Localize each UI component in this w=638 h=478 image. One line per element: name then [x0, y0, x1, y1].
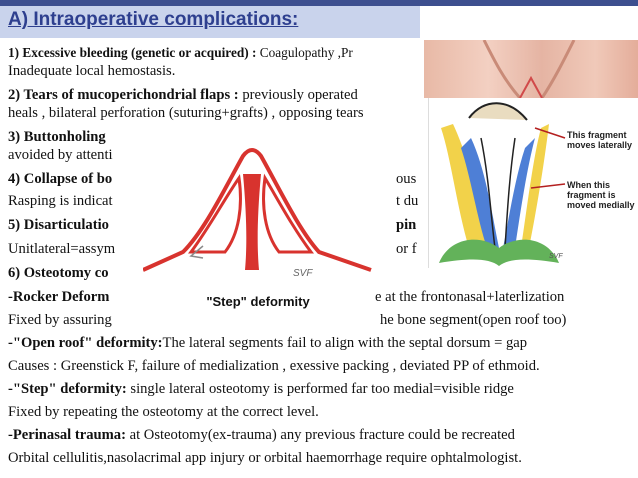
label-fragment-medial: When this fragment is moved medially [567, 180, 635, 210]
label-fragment-lateral: This fragment moves laterally [567, 130, 633, 150]
title-band [0, 6, 420, 38]
text-line-13: Fixed by assuring [8, 312, 112, 328]
top-accent-bar [0, 0, 638, 6]
step-signature: SVF [293, 268, 313, 279]
fragment-line-12: e at the frontonasal+laterlization [375, 289, 565, 305]
text-line-14: -"Open roof" deformity:The lateral segme… [8, 335, 528, 351]
step-caption: "Step" deformity [206, 294, 310, 309]
text-line-9: 5) Disarticulatio [8, 217, 109, 233]
text-line-6: avoided by attenti [8, 147, 113, 163]
text-line-15: Causes : Greenstick F, failure of medial… [8, 358, 540, 374]
fragment-line-10: or f [396, 241, 417, 257]
text-line-10: Unitlateral=assym [8, 241, 116, 257]
text-line-12: -Rocker Deform [8, 289, 110, 305]
text-line-17: Fixed by repeating the osteotomy at the … [8, 404, 319, 420]
osteotomy-signature: SVF [549, 253, 563, 260]
slide-title: A) Intraoperative complications: [8, 9, 299, 30]
osteotomy-figure: SVF This fragment moves laterally When t… [428, 98, 638, 268]
nose-photo [424, 40, 638, 98]
text-line-1: 1) Excessive bleeding (genetic or acquir… [8, 45, 353, 60]
text-line-19: Orbital cellulitis,nasolacrimal app inju… [8, 450, 522, 466]
text-line-2: Inadequate local hemostasis. [8, 63, 176, 79]
text-line-16: -"Step" deformity: single lateral osteot… [8, 381, 514, 397]
fragment-line-9: pin [396, 217, 417, 233]
text-line-7: 4) Collapse of bo [8, 171, 113, 187]
text-line-4: heals , bilateral perforation (suturing+… [8, 105, 364, 121]
text-line-3: 2) Tears of mucoperichondrial flaps : pr… [8, 87, 358, 103]
text-line-8: Rasping is indicat [8, 193, 113, 209]
fragment-line-13: he bone segment(open roof too) [380, 312, 567, 328]
text-line-18: -Perinasal trauma: at Osteotomy(ex-traum… [8, 427, 515, 443]
fragment-line-7: ous [396, 171, 417, 187]
step-deformity-figure: SVF "Step" deformity [142, 148, 373, 320]
text-line-11: 6) Osteotomy co [8, 265, 109, 281]
fragment-line-8: t du [396, 193, 419, 209]
text-line-5: 3) Buttonholing [8, 129, 106, 145]
